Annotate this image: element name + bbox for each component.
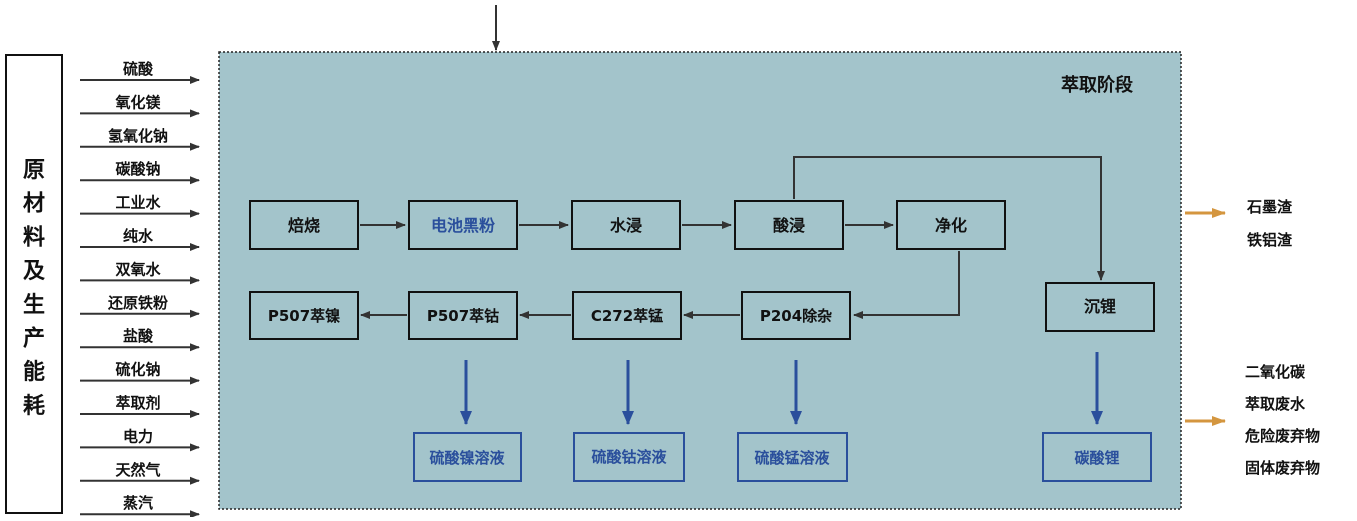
raw-material-item: 氧化镁: [80, 93, 200, 118]
svg-text:电池黑粉: 电池黑粉: [431, 216, 495, 235]
svg-text:碳酸锂: 碳酸锂: [1074, 449, 1119, 467]
raw-material-label: 氢氧化钠: [108, 127, 168, 145]
svg-text:沉锂: 沉锂: [1084, 297, 1116, 316]
raw-material-item: 硫酸: [80, 60, 200, 84]
raw-materials-title-char: 耗: [23, 393, 45, 419]
raw-material-item: 电力: [80, 427, 200, 452]
svg-text:净化: 净化: [935, 216, 967, 235]
process-box-lithium-precip: 沉锂: [1045, 282, 1155, 332]
svg-text:硫酸镍溶液: 硫酸镍溶液: [429, 449, 505, 467]
process-box-water-leach: 水浸: [571, 200, 681, 250]
output-bottom-item: 固体废弃物: [1245, 459, 1320, 477]
raw-material-label: 双氧水: [115, 260, 161, 278]
raw-material-label: 蒸汽: [123, 494, 153, 512]
raw-material-label: 碳酸钠: [115, 160, 160, 178]
stage-label: 萃取阶段: [1061, 74, 1134, 96]
product-box-cobalt-sulfate: 硫酸钴溶液: [573, 432, 685, 482]
process-box-p507-nickel: P507萃镍: [249, 291, 359, 340]
svg-text:P507萃镍: P507萃镍: [268, 307, 340, 325]
raw-material-label: 纯水: [123, 227, 154, 245]
raw-materials-title-char: 料: [23, 225, 45, 250]
raw-material-item: 氢氧化钠: [80, 127, 200, 151]
svg-text:C272萃锰: C272萃锰: [591, 307, 663, 325]
raw-material-label: 硫化钠: [115, 361, 160, 379]
raw-material-item: 工业水: [80, 194, 200, 218]
process-box-c272-manganese: C272萃锰: [572, 291, 682, 340]
output-bottom-item: 二氧化碳: [1245, 363, 1306, 381]
svg-text:P204除杂: P204除杂: [760, 307, 832, 325]
raw-material-item: 萃取剂: [80, 394, 200, 418]
raw-materials-box: [5, 54, 63, 514]
output-bottom-item: 萃取废水: [1245, 395, 1306, 413]
product-box-manganese-sulfate: 硫酸锰溶液: [737, 432, 848, 482]
process-box-black-powder: 电池黑粉: [408, 200, 518, 250]
product-box-lithium-carbonate: 碳酸锂: [1042, 432, 1152, 482]
raw-material-item: 盐酸: [80, 327, 200, 352]
flow-arrows: [360, 156, 1105, 319]
svg-text:硫酸钴溶液: 硫酸钴溶液: [591, 448, 667, 466]
process-box-p507-cobalt: P507萃钴: [408, 291, 518, 340]
raw-material-item: 纯水: [80, 227, 200, 251]
raw-materials-title-char: 及: [23, 259, 46, 284]
raw-material-item: 碳酸钠: [80, 160, 200, 185]
raw-material-label: 盐酸: [123, 327, 154, 345]
output-bottom-item: 危险废弃物: [1245, 427, 1320, 445]
raw-materials-title-char: 能: [23, 359, 45, 385]
process-box-p204-impurity: P204除杂: [741, 291, 851, 340]
raw-material-item: 还原铁粉: [80, 294, 200, 318]
raw-material-label: 硫酸: [123, 60, 154, 78]
raw-material-label: 工业水: [115, 194, 161, 212]
process-box-acid-leach: 酸浸: [734, 200, 844, 250]
svg-text:水浸: 水浸: [610, 216, 642, 235]
raw-materials-title-char: 材: [23, 192, 45, 217]
raw-material-item: 双氧水: [80, 260, 200, 285]
raw-materials-title-char: 原: [23, 158, 45, 183]
svg-text:硫酸锰溶液: 硫酸锰溶液: [754, 449, 830, 467]
raw-material-item: 蒸汽: [80, 494, 200, 519]
extraction-stage-box: [218, 51, 1182, 510]
raw-material-item: 硫化钠: [80, 361, 200, 385]
product-arrows: [460, 352, 1103, 425]
product-box-nickel-sulfate: 硫酸镍溶液: [413, 432, 522, 482]
svg-text:酸浸: 酸浸: [773, 216, 805, 235]
raw-material-label: 萃取剂: [115, 394, 160, 412]
raw-material-label: 天然气: [115, 461, 160, 479]
svg-text:P507萃钴: P507萃钴: [427, 307, 499, 325]
raw-materials-title-char: 产: [23, 327, 45, 352]
process-box-roast: 焙烧: [249, 200, 359, 250]
svg-text:焙烧: 焙烧: [288, 216, 320, 235]
output-top-item: 铁铝渣: [1247, 231, 1293, 249]
raw-material-item: 天然气: [80, 461, 200, 485]
raw-material-label: 氧化镁: [114, 93, 161, 111]
raw-materials-title-char: 生: [23, 293, 45, 318]
raw-material-label: 电力: [123, 427, 153, 445]
raw-material-label: 还原铁粉: [107, 294, 168, 312]
output-top-item: 石墨渣: [1246, 198, 1293, 216]
process-box-purify: 净化: [896, 200, 1006, 250]
